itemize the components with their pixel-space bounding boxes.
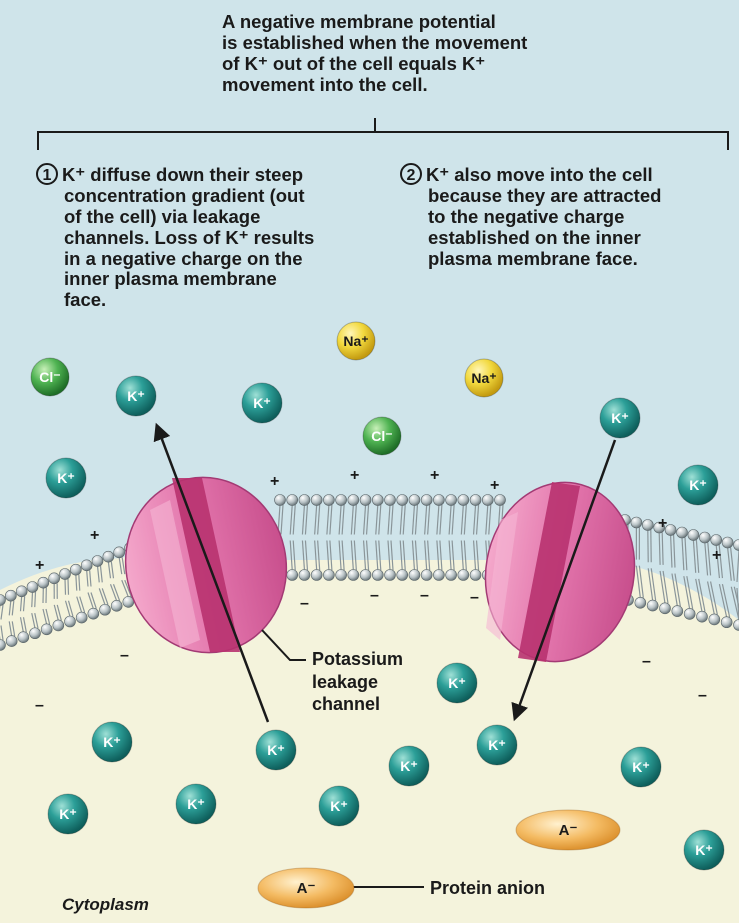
step-2-line: because they are attracted	[400, 186, 735, 207]
potassium-ion: K⁺	[48, 794, 88, 834]
potassium-ion: K⁺	[116, 376, 156, 416]
svg-text:K⁺: K⁺	[267, 742, 285, 758]
svg-text:K⁺: K⁺	[59, 806, 77, 822]
step-2-line: established on the inner	[400, 228, 735, 249]
positive-charge: +	[658, 515, 667, 532]
caption-line: of K⁺ out of the cell equals K⁺	[222, 54, 642, 75]
svg-text:Na⁺: Na⁺	[343, 333, 368, 349]
step-2-line: K⁺ also move into the cell	[426, 164, 653, 185]
negative-charge: –	[420, 587, 429, 604]
svg-text:K⁺: K⁺	[57, 470, 75, 486]
channel-label-line: channel	[312, 693, 403, 716]
svg-text:K⁺: K⁺	[103, 734, 121, 750]
caption-line: A negative membrane potential	[222, 12, 642, 33]
svg-text:K⁺: K⁺	[611, 410, 629, 426]
step-1-number: 1	[36, 163, 58, 185]
step-2-line: to the negative charge	[400, 207, 735, 228]
potassium-ion: K⁺	[389, 746, 429, 786]
potassium-ion: K⁺	[621, 747, 661, 787]
step-1-line: in a negative charge on the	[36, 249, 396, 270]
step-1-line: K⁺ diffuse down their steep	[62, 164, 303, 185]
svg-text:K⁺: K⁺	[330, 798, 348, 814]
svg-text:K⁺: K⁺	[632, 759, 650, 775]
negative-charge: –	[470, 589, 479, 606]
step-1-line: inner plasma membrane	[36, 269, 396, 290]
svg-text:A⁻: A⁻	[297, 880, 316, 897]
sodium-ion: Na⁺	[465, 359, 503, 397]
potassium-ion: K⁺	[684, 830, 724, 870]
positive-charge: +	[430, 467, 439, 484]
channel-label: Potassium leakage channel	[312, 648, 403, 716]
potassium-ion: K⁺	[242, 383, 282, 423]
potassium-ion: K⁺	[319, 786, 359, 826]
caption-bracket	[38, 118, 728, 150]
potassium-ion: K⁺	[678, 465, 718, 505]
svg-text:K⁺: K⁺	[695, 842, 713, 858]
protein-anion-label: Protein anion	[430, 877, 545, 900]
negative-charge: –	[642, 653, 651, 670]
potassium-ion: K⁺	[92, 722, 132, 762]
potassium-ion: K⁺	[477, 725, 517, 765]
channel-label-line: leakage	[312, 671, 403, 694]
step-2-line: plasma membrane face.	[400, 249, 735, 270]
negative-charge: –	[120, 647, 129, 664]
svg-text:K⁺: K⁺	[187, 796, 205, 812]
chloride-ion: Cl⁻	[363, 417, 401, 455]
svg-text:K⁺: K⁺	[488, 737, 506, 753]
potassium-ion: K⁺	[437, 663, 477, 703]
svg-text:K⁺: K⁺	[448, 675, 466, 691]
svg-text:A⁻: A⁻	[559, 822, 578, 839]
channel-label-line: Potassium	[312, 648, 403, 671]
step-1-line: concentration gradient (out	[36, 186, 396, 207]
positive-charge: +	[350, 467, 359, 484]
positive-charge: +	[90, 527, 99, 544]
potassium-ion: K⁺	[256, 730, 296, 770]
svg-text:K⁺: K⁺	[253, 395, 271, 411]
caption-line: is established when the movement	[222, 33, 642, 54]
sodium-ion: Na⁺	[337, 322, 375, 360]
positive-charge: +	[270, 473, 279, 490]
negative-charge: –	[300, 595, 309, 612]
potassium-ion: K⁺	[176, 784, 216, 824]
cytoplasm-label: Cytoplasm	[62, 894, 149, 915]
potassium-ion: K⁺	[46, 458, 86, 498]
step-1-line: of the cell) via leakage	[36, 207, 396, 228]
chloride-ion: Cl⁻	[31, 358, 69, 396]
negative-charge: –	[698, 687, 707, 704]
step-2-number: 2	[400, 163, 422, 185]
positive-charge: +	[712, 547, 721, 564]
negative-charge: –	[35, 697, 44, 714]
svg-text:K⁺: K⁺	[689, 477, 707, 493]
svg-text:Na⁺: Na⁺	[471, 370, 496, 386]
positive-charge: +	[35, 557, 44, 574]
step-1-line: face.	[36, 290, 396, 311]
negative-charge: –	[370, 587, 379, 604]
protein-anion: A⁻	[258, 868, 354, 908]
svg-text:Cl⁻: Cl⁻	[39, 369, 60, 385]
protein-anion: A⁻	[516, 810, 620, 850]
svg-text:Cl⁻: Cl⁻	[371, 428, 392, 444]
potassium-ion: K⁺	[600, 398, 640, 438]
svg-text:K⁺: K⁺	[127, 388, 145, 404]
svg-text:K⁺: K⁺	[400, 758, 418, 774]
positive-charge: +	[490, 477, 499, 494]
caption-line: movement into the cell.	[222, 75, 642, 96]
step-1-line: channels. Loss of K⁺ results	[36, 228, 396, 249]
membrane-potential-caption: A negative membrane potential is establi…	[222, 12, 642, 96]
